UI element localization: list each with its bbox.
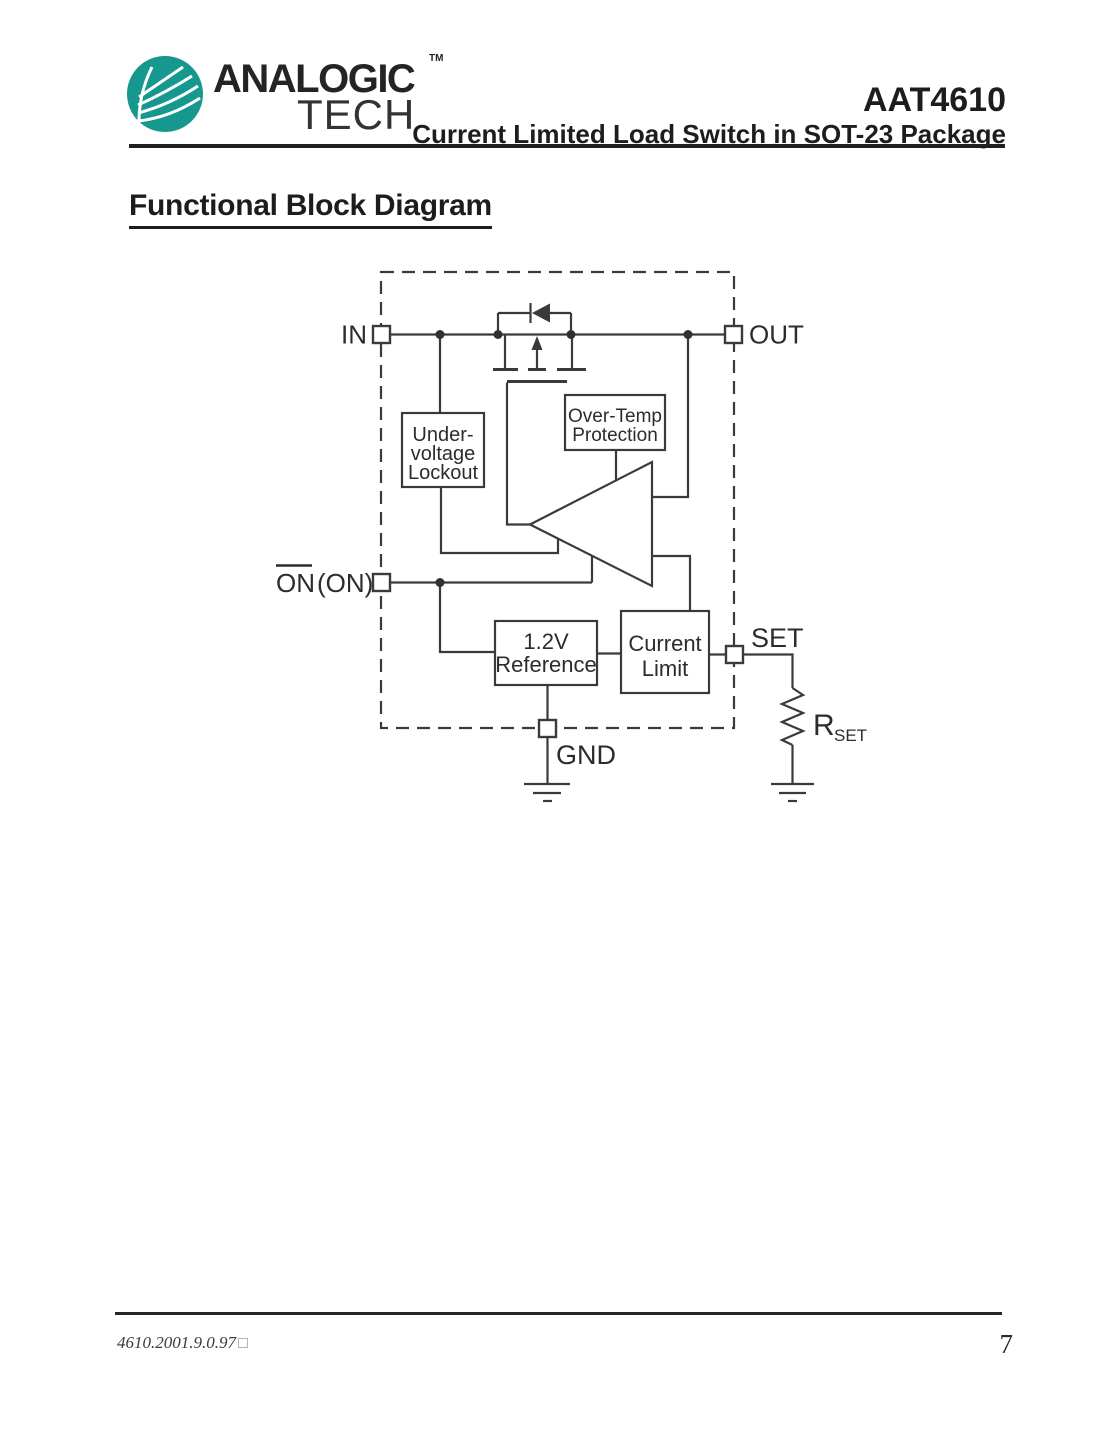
- trademark-symbol: TM: [429, 53, 444, 64]
- pin-label-on-alt: (ON): [317, 568, 373, 598]
- climit-label-line2: Limit: [642, 656, 688, 681]
- analogictech-logo: [127, 56, 203, 132]
- ground-symbol-gnd: [524, 782, 570, 803]
- pin-label-out: OUT: [749, 320, 804, 350]
- mosfet-symbol: [493, 334, 586, 383]
- error-amplifier-triangle: [527, 460, 654, 588]
- functional-block-diagram: Under- voltage Lockout Over-Temp Protect…: [276, 270, 867, 803]
- pin-set: [724, 644, 745, 665]
- pin-label-on: ON: [276, 568, 315, 598]
- resistor-zigzag-symbol: [779, 687, 806, 746]
- logo-circle: [127, 56, 203, 132]
- resistor-label: R: [813, 709, 835, 742]
- pin-label-in: IN: [341, 320, 367, 350]
- junction-dot: [493, 330, 503, 339]
- wire-uvl-to-amp: [439, 487, 560, 555]
- ref-label-line2: Reference: [495, 652, 597, 677]
- uvl-label-line2: voltage: [411, 443, 476, 465]
- ic-boundary-dashed-box: [379, 270, 736, 730]
- uvl-label-line1: Under-: [412, 424, 473, 446]
- footer-rule: [115, 1312, 1002, 1315]
- resistor-label-subscript: SET: [834, 726, 867, 745]
- part-number: AAT4610: [863, 81, 1006, 119]
- pin-label-gnd: GND: [556, 740, 616, 770]
- pin-on: [371, 572, 392, 593]
- pin-gnd: [537, 718, 558, 739]
- ground-symbol-rset: [771, 782, 814, 803]
- uvl-label-line3: Lockout: [408, 462, 478, 484]
- wire-on-to-reference: [438, 582, 495, 654]
- wire-amp-to-current-limit: [652, 554, 692, 611]
- climit-label-line1: Current: [628, 631, 701, 656]
- mosfet-arrow-icon: [531, 336, 543, 350]
- missing-glyph-box: [238, 1338, 248, 1348]
- ref-label-line1: 1.2V: [523, 629, 569, 654]
- block-current-limit: Current Limit: [619, 609, 711, 695]
- brand-name-bottom: TECH: [297, 91, 416, 138]
- junction-dot: [566, 330, 576, 339]
- otp-label-line2: Protection: [572, 425, 658, 446]
- document-code: 4610.2001.9.0.97: [117, 1333, 248, 1353]
- section-title: Functional Block Diagram: [129, 189, 492, 229]
- pin-label-set: SET: [751, 623, 804, 653]
- body-diode-symbol: [496, 303, 573, 335]
- junction-dot: [435, 578, 445, 587]
- junction-dot: [435, 330, 445, 339]
- pin-out: [723, 324, 744, 345]
- junction-dot: [683, 330, 693, 339]
- pin-in: [371, 324, 392, 345]
- wire-amp-to-out-sense: [652, 334, 690, 499]
- brand-name-top: ANALOGIC: [213, 57, 416, 101]
- block-reference: 1.2V Reference: [493, 619, 599, 687]
- logo-leaf-icon: [137, 65, 201, 128]
- otp-label-line1: Over-Temp: [568, 406, 662, 427]
- block-under-voltage-lockout: Under- voltage Lockout: [400, 411, 486, 489]
- document-code-text: 4610.2001.9.0.97: [117, 1333, 236, 1352]
- header-rule: [129, 144, 1005, 148]
- page-number: 7: [999, 1329, 1014, 1359]
- block-over-temp-protection: Over-Temp Protection: [563, 393, 667, 452]
- wire-set-to-resistor: [743, 653, 794, 688]
- wire-gate-drive: [505, 382, 530, 526]
